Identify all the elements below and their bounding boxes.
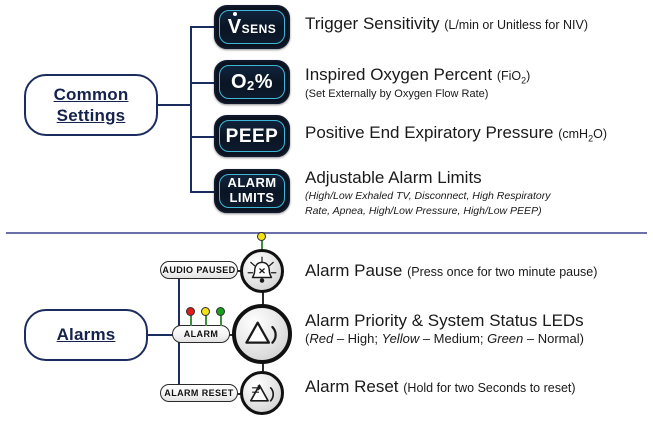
title-text-peep: Positive End Expiratory Pressure — [305, 123, 554, 142]
key-button-alarm-limits[interactable]: ALARM LIMITS — [214, 169, 290, 213]
detail-part-normal: – Normal) — [523, 330, 584, 346]
group-box-common-settings: Common Settings — [24, 74, 158, 136]
pill-alarm[interactable]: ALARM — [172, 325, 230, 343]
description-alarm-priority: Alarm Priority & System Status LEDs (Red… — [305, 311, 584, 346]
bell-crossed-icon-glyph — [247, 256, 277, 283]
key-button-peep-label: PEEP — [225, 125, 279, 147]
key-alarm-limits-line-2: LIMITS — [229, 190, 275, 205]
unit-text-alarm-reset: (Hold for two Seconds to reset) — [403, 381, 576, 395]
connector-trunk-alarms — [148, 334, 180, 336]
subtitle-inspired-oxygen: (Set Externally by Oxygen Flow Rate) — [305, 87, 489, 100]
connector-branch-vsens — [190, 26, 216, 28]
led-stem-yellow-single — [261, 240, 263, 256]
title-text-inspired-oxygen: Inspired Oxygen Percent — [305, 65, 493, 84]
detail-part-green: Green — [487, 330, 524, 346]
key-alarm-limits-line-1: ALARM — [227, 175, 277, 191]
key-button-vsens[interactable]: VSENS — [214, 5, 290, 49]
alarm-reset-icon[interactable] — [240, 371, 284, 415]
alarm-reset-icon-glyph — [249, 384, 275, 402]
connector-branch-peep — [190, 136, 216, 138]
detail-part-open: ( — [305, 330, 310, 346]
description-alarm-limits: Adjustable Alarm Limits (High/Low Exhale… — [305, 168, 551, 218]
description-title-alarm-reset: Alarm Reset (Hold for two Seconds to res… — [305, 377, 576, 397]
led-stem-yellow — [205, 314, 207, 326]
pill-alarm-label: ALARM — [183, 329, 219, 339]
connector-branch-o2 — [190, 82, 216, 84]
key-button-o2-percent[interactable]: O2% — [214, 60, 290, 104]
description-title-alarm-limits: Adjustable Alarm Limits — [305, 168, 482, 187]
yellow-led-cluster — [201, 307, 210, 316]
pill-alarm-reset[interactable]: ALARM RESET — [160, 384, 238, 402]
group-box-alarms: Alarms — [24, 309, 148, 361]
connector-trunk-common — [158, 104, 192, 106]
pill-audio-paused[interactable]: AUDIO PAUSED — [160, 261, 238, 279]
pill-alarm-reset-label: ALARM RESET — [164, 388, 234, 398]
key-vsens-subscript: SENS — [241, 22, 277, 36]
alarm-triangle-icon[interactable] — [232, 304, 292, 364]
unit-text-trigger-sensitivity: (L/min or Unitless for NIV) — [444, 18, 588, 32]
unit-text-alarm-pause: (Press once for two minute pause) — [407, 265, 598, 279]
connector-branch-alarm-limits — [190, 191, 216, 193]
title-text-alarm-reset: Alarm Reset — [305, 377, 399, 396]
subtitle-alarm-limits-line-1: (High/Low Exhaled TV, Disconnect, High R… — [305, 189, 551, 202]
group-label-line-1: Common — [53, 84, 129, 104]
detail-part-medium: – Medium; — [419, 330, 488, 346]
group-label-alarms: Alarms — [57, 324, 116, 345]
description-inspired-oxygen: Inspired Oxygen Percent (FiO2) (Set Exte… — [305, 65, 530, 102]
unit-text-peep: (cmH2O) — [558, 127, 607, 144]
alarm-triangle-icon-glyph — [245, 321, 277, 344]
description-trigger-sensitivity: Trigger Sensitivity (L/min or Unitless f… — [305, 14, 588, 34]
key-button-o2-percent-label: O2% — [230, 71, 274, 93]
connector-circle-link-bottom — [262, 360, 264, 374]
key-button-peep-face: PEEP — [219, 120, 285, 152]
connector-circle-link-top — [262, 292, 264, 306]
description-title-trigger-sensitivity: Trigger Sensitivity (L/min or Unitless f… — [305, 14, 588, 34]
section-divider — [6, 232, 647, 234]
green-led — [216, 307, 225, 316]
description-title-alarm-priority: Alarm Priority & System Status LEDs — [305, 311, 584, 330]
led-stem-red — [190, 314, 192, 326]
group-label-alarms-text: Alarms — [56, 325, 116, 345]
pill-audio-paused-label: AUDIO PAUSED — [162, 265, 236, 275]
key-button-alarm-limits-face: ALARM LIMITS — [219, 174, 285, 208]
description-peep: Positive End Expiratory Pressure (cmH2O) — [305, 123, 607, 144]
group-label-common-settings: Common Settings — [54, 84, 129, 127]
bell-crossed-icon[interactable] — [240, 249, 284, 293]
detail-part-red: Red — [309, 330, 334, 346]
red-led — [186, 307, 195, 316]
yellow-led — [257, 232, 266, 241]
detail-part-high: – High; — [333, 330, 382, 346]
description-title-inspired-oxygen: Inspired Oxygen Percent (FiO2) — [305, 65, 530, 86]
detail-part-yellow: Yellow — [381, 330, 420, 346]
key-button-vsens-label: VSENS — [227, 16, 277, 38]
description-alarm-reset: Alarm Reset (Hold for two Seconds to res… — [305, 377, 576, 397]
unit-text-inspired-oxygen: (FiO2) — [496, 69, 531, 86]
connector-spine-common — [190, 26, 192, 191]
subtitle-alarm-limits-line-2: Rate, Apnea, High/Low Pressure, High/Low… — [305, 204, 542, 217]
title-text-trigger-sensitivity: Trigger Sensitivity — [305, 14, 440, 33]
group-label-line-2: Settings — [56, 106, 126, 125]
led-stem-green — [220, 314, 222, 326]
description-detail-alarm-priority: (Red – High; Yellow – Medium; Green – No… — [305, 331, 584, 347]
description-title-alarm-pause: Alarm Pause (Press once for two minute p… — [305, 261, 597, 281]
key-button-alarm-limits-label: ALARM LIMITS — [228, 176, 277, 205]
key-button-vsens-face: VSENS — [219, 10, 285, 44]
key-button-o2-percent-face: O2% — [219, 65, 285, 99]
description-alarm-pause: Alarm Pause (Press once for two minute p… — [305, 261, 597, 281]
title-text-alarm-pause: Alarm Pause — [305, 261, 403, 280]
key-button-peep[interactable]: PEEP — [214, 115, 290, 157]
description-title-peep: Positive End Expiratory Pressure (cmH2O) — [305, 123, 607, 144]
